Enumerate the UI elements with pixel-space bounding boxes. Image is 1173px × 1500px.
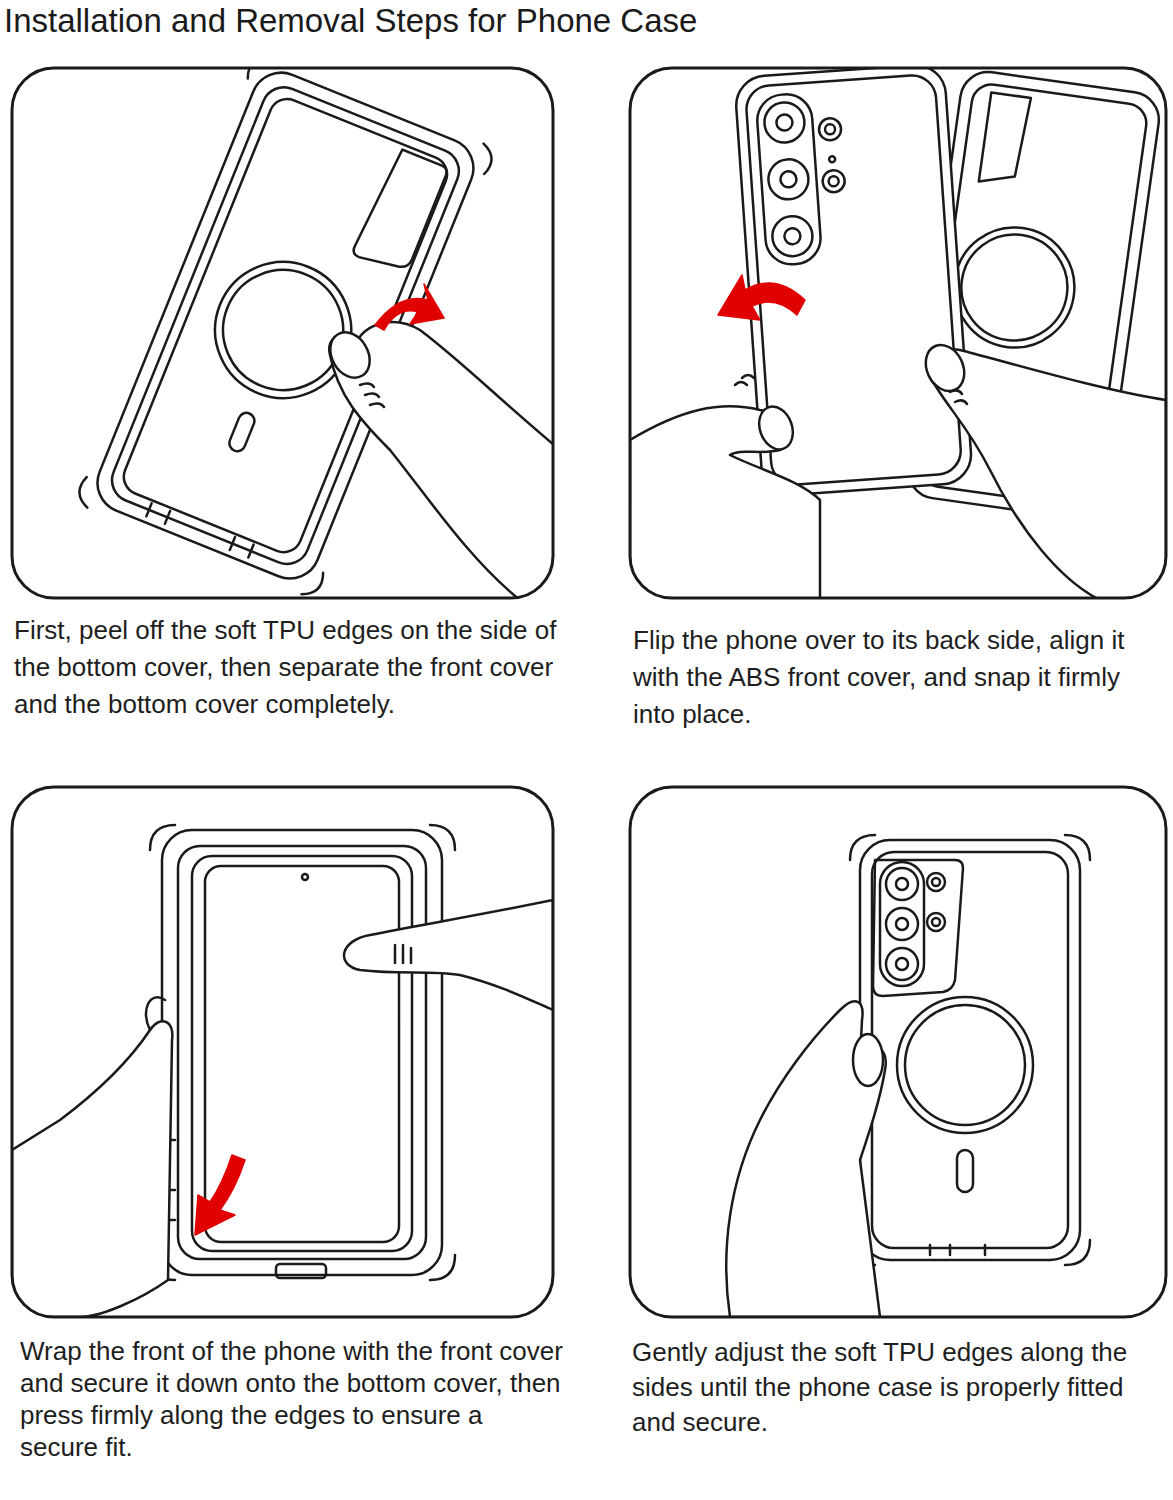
page-title: Installation and Removal Steps for Phone… (4, 0, 697, 42)
step-three-art (12, 825, 553, 1317)
step-caption: Flip the phone over to its back side, al… (633, 622, 1163, 733)
step-caption: Gently adjust the soft TPU edges along t… (632, 1335, 1167, 1440)
step-caption: Wrap the front of the phone with the fro… (20, 1335, 565, 1463)
step-one-art (74, 68, 553, 598)
step-caption: First, peel off the soft TPU edges on th… (14, 612, 559, 723)
step-two-art (630, 68, 1166, 598)
step-four-art (726, 835, 1090, 1317)
